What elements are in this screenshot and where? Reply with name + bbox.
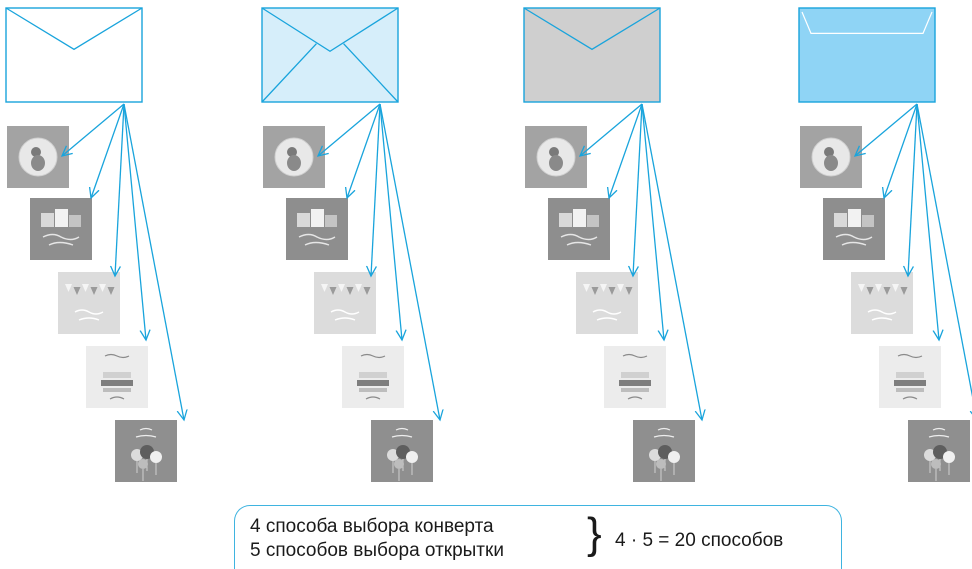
card-garland: [851, 272, 913, 334]
total-ways-text: 4 · 5 = 20 способов: [615, 530, 784, 551]
arrow-to-card-garland: [115, 103, 125, 276]
arrow-to-card-cake: [916, 103, 939, 340]
arrow-to-card-balloons: [916, 103, 972, 420]
card-cake: [604, 346, 666, 408]
arrow-to-card-bear: [318, 103, 381, 156]
card-bear: [800, 126, 862, 188]
arrow-to-card-cake: [641, 103, 664, 340]
card-bear: [263, 126, 325, 188]
card-balloons: [633, 420, 695, 482]
card-balloons: [371, 420, 433, 482]
card-cake: [86, 346, 148, 408]
card-bear: [7, 126, 69, 188]
arrow-to-card-cake: [379, 103, 402, 340]
arrow-to-card-balloons: [641, 103, 702, 420]
card-bear: [525, 126, 587, 188]
arrow-to-card-gifts: [347, 103, 381, 198]
card-cake: [342, 346, 404, 408]
arrow-to-card-gifts: [91, 103, 125, 198]
summary-box: 4 способа выбора конверта 5 способов выб…: [234, 505, 842, 569]
envelope-pale-blue-icon: [261, 7, 399, 103]
envelope-gray-icon: [523, 7, 661, 103]
card-garland: [314, 272, 376, 334]
card-cake: [879, 346, 941, 408]
card-gifts: [30, 198, 92, 260]
card-gifts: [548, 198, 610, 260]
arrow-to-card-garland: [908, 103, 918, 276]
card-garland: [576, 272, 638, 334]
card-garland: [58, 272, 120, 334]
card-gifts: [286, 198, 348, 260]
arrow-to-card-garland: [371, 103, 381, 276]
envelope-white-icon: [5, 7, 143, 103]
choice-group-3: [523, 7, 702, 482]
arrow-to-card-cake: [123, 103, 146, 340]
summary-lines: 4 способа выбора конверта 5 способов выб…: [250, 515, 504, 563]
card-balloons: [908, 420, 970, 482]
arrow-to-card-balloons: [123, 103, 184, 420]
card-balloons: [115, 420, 177, 482]
choice-group-2: [261, 7, 440, 482]
choice-group-1: [5, 7, 184, 482]
card-choices-text: 5 способов выбора открытки: [250, 540, 504, 561]
arrow-to-card-garland: [633, 103, 643, 276]
brace-symbol: }: [587, 509, 602, 558]
arrow-to-card-bear: [580, 103, 643, 156]
arrow-to-card-bear: [62, 103, 125, 156]
card-gifts: [823, 198, 885, 260]
envelope-blue-icon: [798, 7, 936, 103]
arrow-to-card-gifts: [609, 103, 643, 198]
arrow-to-card-bear: [855, 103, 918, 156]
arrow-to-card-gifts: [884, 103, 918, 198]
choice-group-4: [798, 7, 972, 482]
envelope-choices-text: 4 способа выбора конверта: [250, 516, 494, 537]
arrow-to-card-balloons: [379, 103, 440, 420]
